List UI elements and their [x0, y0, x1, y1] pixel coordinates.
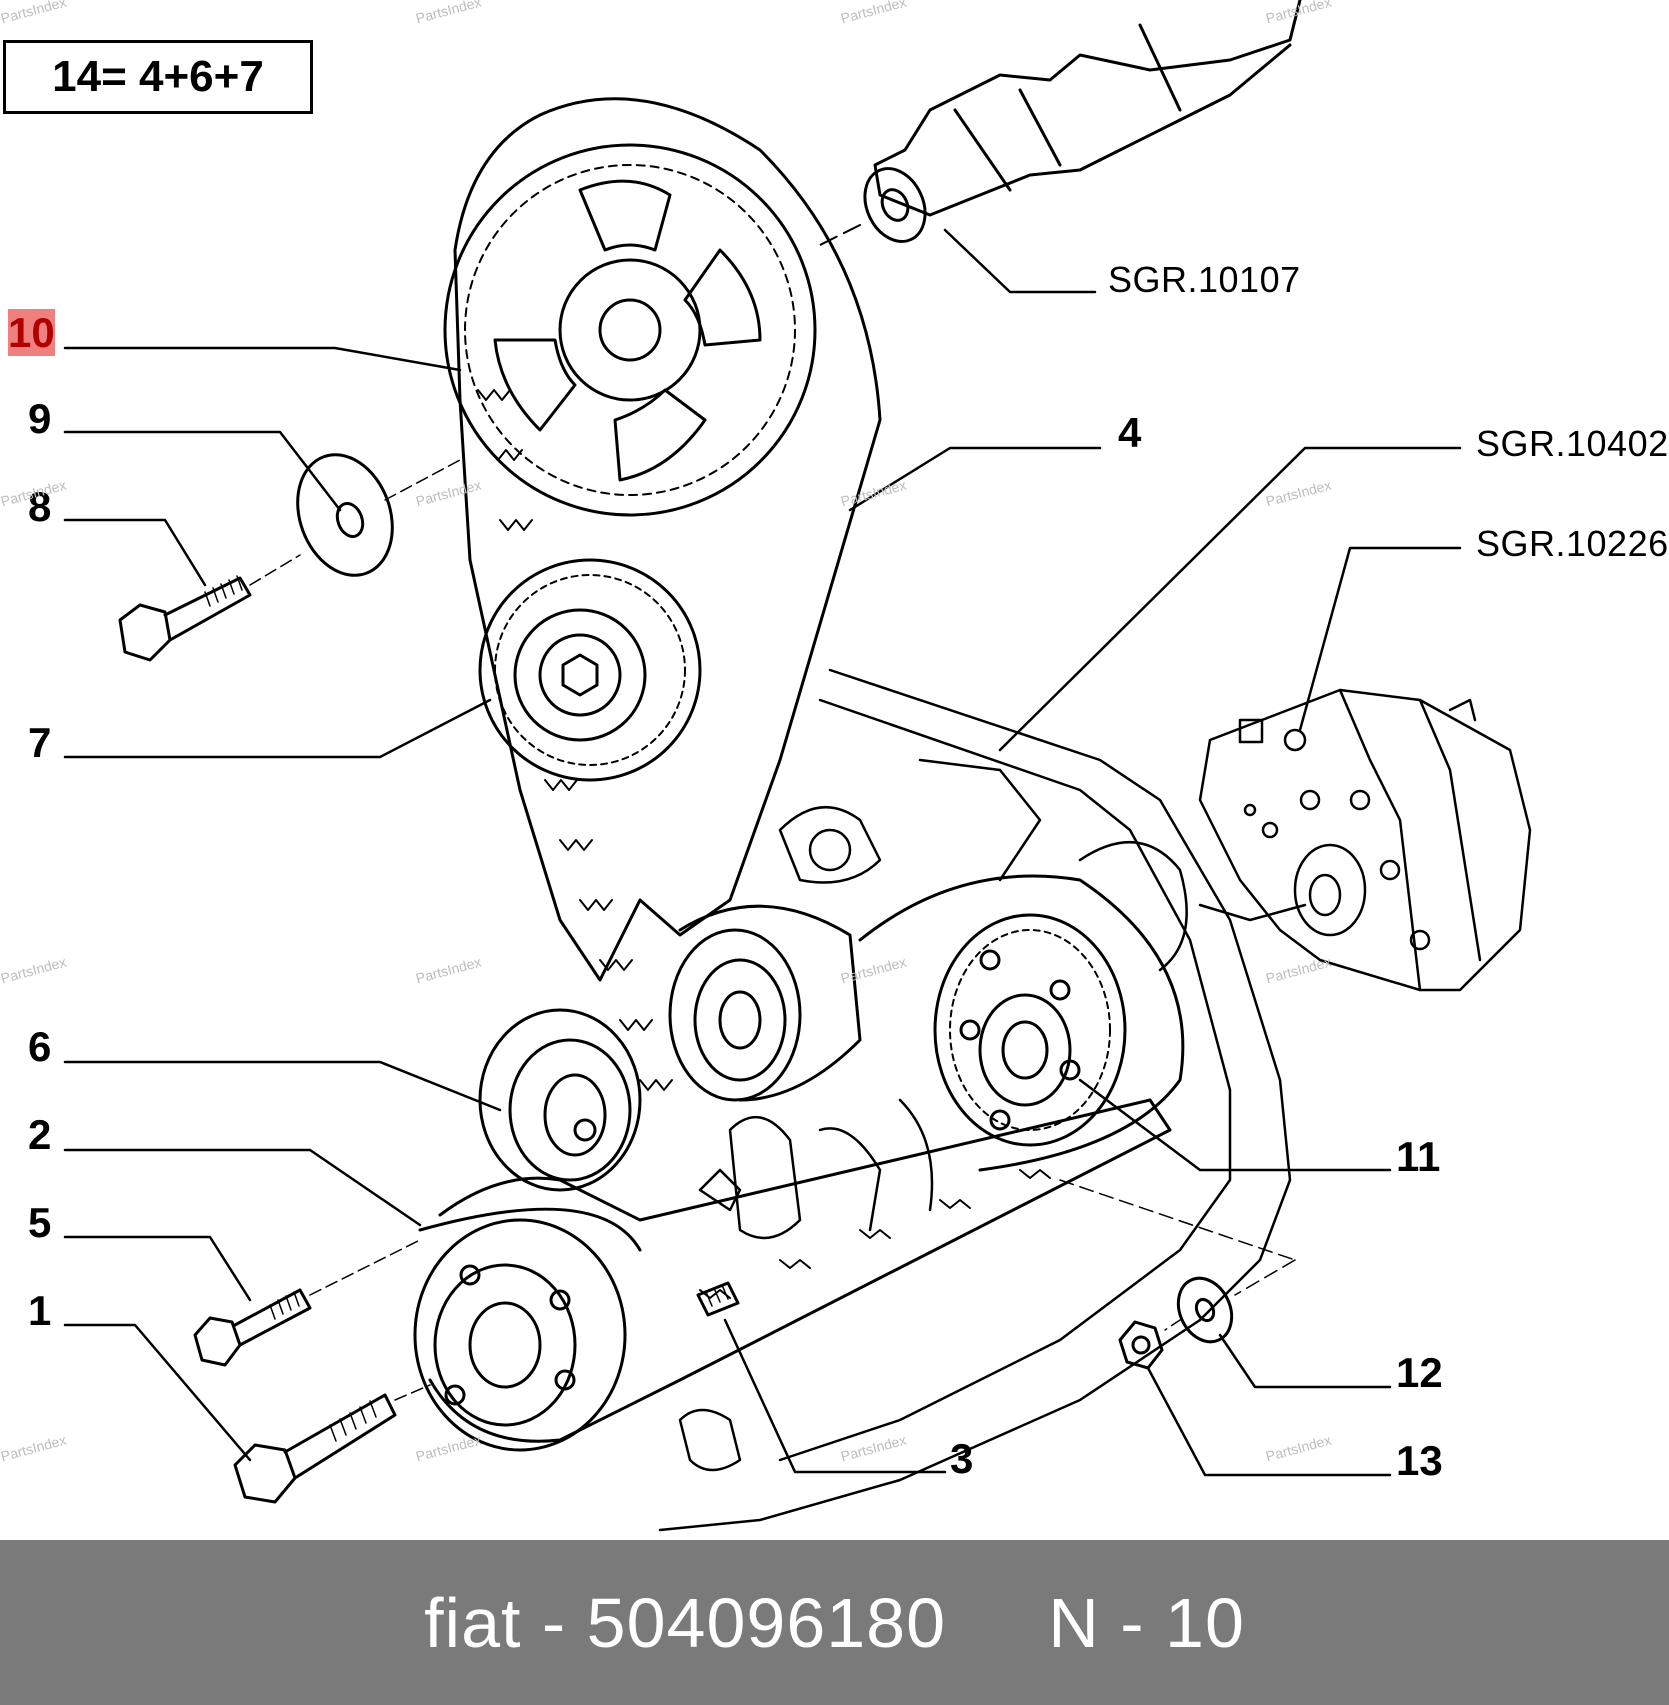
- footer-bar: fiat - 504096180 N - 10: [0, 1540, 1669, 1705]
- bolt-5: [193, 1239, 421, 1367]
- engine-block: [658, 668, 1292, 1532]
- callout-9[interactable]: 9: [28, 395, 52, 442]
- pump-pulley-11: [858, 874, 1185, 1172]
- callout-2[interactable]: 2: [28, 1111, 52, 1158]
- callout-3[interactable]: 3: [950, 1435, 974, 1482]
- crankshaft-pulley-2: [413, 1207, 642, 1452]
- callout-4[interactable]: 4: [1118, 409, 1142, 456]
- bolt-8: [118, 554, 301, 662]
- camshaft: [819, 0, 1302, 246]
- callout-7[interactable]: 7: [28, 719, 52, 766]
- timing-belt-outline: [453, 97, 882, 982]
- callout-5[interactable]: 5: [28, 1199, 52, 1246]
- nut-13: [1118, 1320, 1164, 1370]
- washer-12: [1176, 1276, 1234, 1344]
- idler-roller: [668, 904, 862, 1102]
- toothed-pulley-7: [478, 558, 702, 782]
- callout-12[interactable]: 12: [1396, 1349, 1443, 1396]
- callout-11[interactable]: 11: [1396, 1133, 1441, 1180]
- leader-lines: [63, 228, 1462, 1477]
- injection-pump: [1198, 688, 1532, 992]
- callout-6[interactable]: 6: [28, 1023, 52, 1070]
- sgr-ref-10107[interactable]: SGR.10107: [1108, 259, 1301, 300]
- sgr-ref-10226[interactable]: SGR.10226: [1476, 523, 1669, 564]
- part-number-caption: fiat - 504096180 N - 10: [424, 1583, 1245, 1662]
- tensioner-roller-6: [478, 1008, 642, 1192]
- callout-13[interactable]: 13: [1396, 1437, 1443, 1484]
- washer-9: [296, 453, 461, 577]
- timing-belt-diagram: [63, 0, 1532, 1532]
- kit-composition-box: 14= 4+6+7: [3, 40, 313, 114]
- pin-3: [696, 1281, 740, 1317]
- bolt-1: [233, 1384, 431, 1504]
- callout-8[interactable]: 8: [28, 483, 52, 530]
- callout-10[interactable]: 10: [8, 309, 55, 356]
- sgr-ref-10402[interactable]: SGR.10402: [1476, 423, 1669, 464]
- callout-1[interactable]: 1: [28, 1287, 52, 1334]
- camshaft-pulley: [443, 143, 817, 517]
